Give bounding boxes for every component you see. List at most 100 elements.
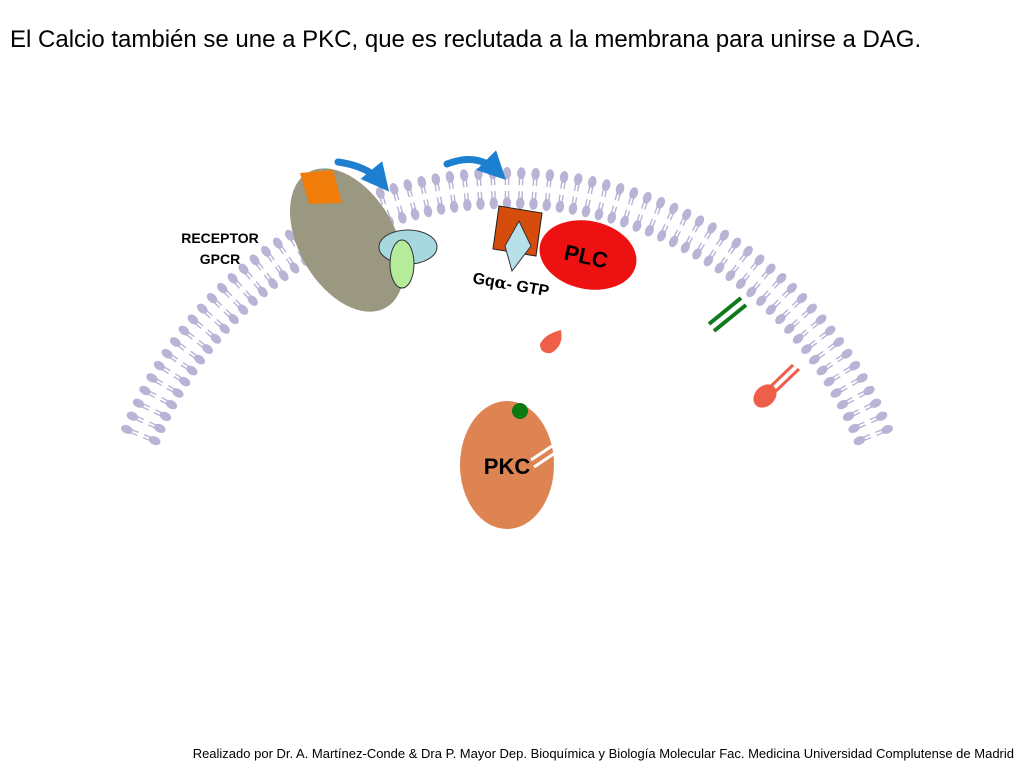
lipid-head (186, 365, 198, 376)
lipid-head (601, 179, 611, 192)
lipid-head (159, 411, 172, 422)
lipid-head (169, 337, 181, 347)
pkc-binding-mark-2 (533, 451, 556, 469)
g-gamma-subunit (389, 239, 415, 289)
lipid-head (261, 245, 271, 257)
lipid-head (629, 187, 639, 199)
lipid-head (489, 197, 498, 210)
credits-footer: Realizado por Dr. A. Martínez-Conde & Dr… (192, 746, 1014, 761)
lipid-head (707, 222, 717, 234)
lipid-head (692, 248, 702, 260)
lipid-head (132, 398, 145, 408)
lipid-head (842, 411, 855, 422)
lipid-head (445, 171, 455, 183)
lipid-head (249, 254, 260, 266)
gq-label-alpha: α (493, 272, 508, 293)
lipid-head (555, 200, 565, 213)
lipid-head (657, 230, 667, 242)
lipid-head (165, 399, 178, 410)
dag-bar-1 (707, 296, 743, 326)
lipid-head (389, 183, 399, 195)
lipid-head (529, 197, 538, 210)
lipid-head (206, 293, 218, 304)
lipid-head (756, 295, 767, 306)
lipid-head (202, 344, 213, 355)
lipid-head (121, 424, 133, 434)
lipid-head (289, 262, 300, 274)
lipid-head (735, 278, 746, 289)
lipid-head (615, 183, 625, 195)
lipid-head (796, 293, 808, 304)
lipid-head (731, 237, 742, 249)
lipid-head (754, 254, 765, 266)
lipid-head (178, 325, 190, 336)
ligand-shape (300, 170, 342, 204)
lipid-head (502, 197, 512, 209)
lipid-head (161, 348, 173, 359)
lipid-head (833, 337, 845, 347)
pkc-enzyme (460, 401, 554, 529)
lipid-head (784, 323, 795, 334)
gq-label-prefix: Gq (471, 270, 496, 291)
lipid-head (853, 436, 866, 446)
lipid-head (632, 220, 642, 232)
lipid-head (228, 313, 239, 325)
lipid-head (516, 197, 525, 210)
lipid-head (545, 169, 555, 182)
slide-title: El Calcio también se une a PKC, que es r… (10, 26, 922, 53)
receptor-label-line2: GPCR (200, 251, 240, 267)
lipid-head (463, 199, 472, 212)
lipid-head (417, 176, 427, 188)
lipid-head (449, 200, 459, 213)
lipid-head (743, 245, 753, 257)
lipid-head (410, 208, 420, 221)
lipid-head (725, 270, 736, 282)
lipid-head (719, 229, 730, 241)
lipid-head (423, 205, 433, 218)
lipid-head (824, 325, 836, 336)
lipid-head (841, 348, 853, 359)
lipid-head (268, 278, 279, 289)
lipid-head (187, 314, 199, 325)
calcium-ion (512, 403, 528, 419)
lipid-head (227, 273, 238, 284)
pkc-binding-mark-1 (530, 444, 553, 462)
lipid-head (542, 199, 551, 212)
lipid-head (849, 360, 861, 371)
lipid-head (459, 169, 469, 182)
lipid-head (816, 365, 828, 376)
lipid-head (126, 411, 139, 421)
gq-gtp-label: Gqα- GTP (471, 268, 551, 300)
lipid-head (272, 237, 283, 249)
lipid-head (278, 270, 289, 282)
pip2-head (753, 384, 777, 408)
ip3-molecule (540, 330, 562, 354)
lipid-head (179, 376, 191, 387)
gpcr-receptor (290, 168, 404, 312)
lipid-head (474, 168, 483, 180)
lipid-head (765, 263, 776, 275)
lipid-head (668, 235, 679, 248)
lipid-head (517, 167, 526, 180)
lipid-head (863, 385, 875, 396)
dag-bar-2 (712, 303, 748, 333)
lipid-head (217, 282, 228, 294)
lipid-head (694, 215, 705, 227)
lipid-head (848, 423, 860, 433)
gtp-diamond (504, 219, 532, 273)
lipid-head (139, 385, 151, 396)
lipid-head (776, 273, 787, 284)
lipid-head (620, 215, 629, 228)
gq-label-suffix: - GTP (505, 276, 550, 300)
lipid-head (172, 388, 184, 398)
lipid-head (823, 376, 835, 387)
lipid-head (559, 171, 569, 183)
activation-arrow-1 (334, 158, 390, 192)
lipid-head (436, 202, 446, 215)
lipid-head (869, 398, 882, 408)
lipid-head (881, 424, 893, 434)
lipid-head (656, 197, 666, 209)
lipid-head (403, 179, 413, 192)
lipid-head (154, 423, 166, 433)
